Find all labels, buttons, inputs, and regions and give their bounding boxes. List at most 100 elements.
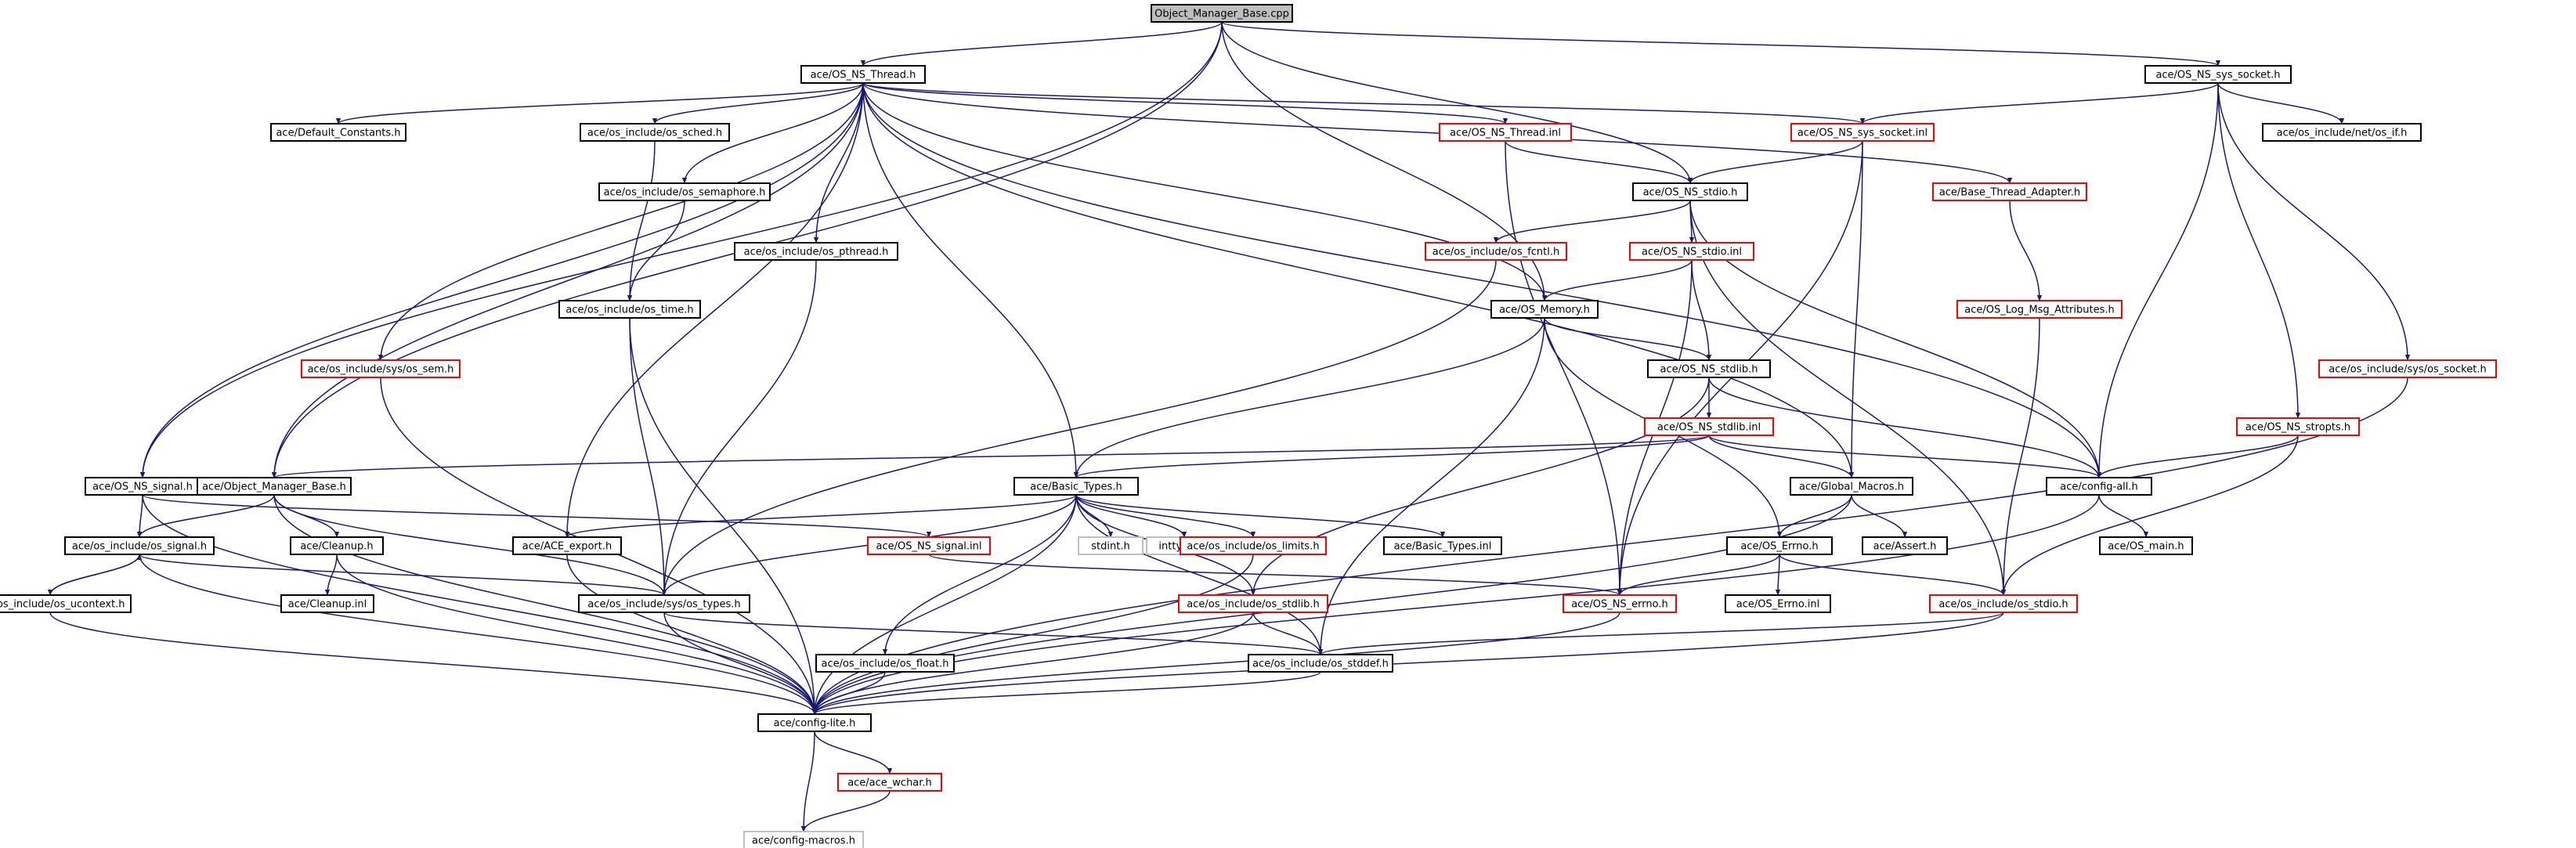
edge-ns_stdlib_inl-to-global_macros <box>1708 435 1855 478</box>
node-os_errno_h[interactable]: ace/OS_Errno.h <box>1726 536 1833 555</box>
node-os_time[interactable]: ace/os_include/os_time.h <box>558 300 701 319</box>
node-os_sem[interactable]: ace/os_include/sys/os_sem.h <box>301 359 461 378</box>
edge-thread_h-to-obj_mgr_base_h <box>271 82 864 478</box>
edge-ace_export-to-config_lite <box>566 554 818 715</box>
node-ns_signal_inl[interactable]: ace/OS_NS_signal.inl <box>867 536 991 555</box>
edge-thread_h-to-os_semaphore <box>681 82 864 184</box>
node-os_semaphore[interactable]: ace/os_include/os_semaphore.h <box>598 182 771 201</box>
edge-thread_h-to-default_constants <box>336 82 864 124</box>
edge-os_errno_h-to-ns_errno <box>1617 554 1780 596</box>
edge-os_stdlib-to-os_stddef <box>1252 612 1324 655</box>
node-label-thread_h: ace/OS_NS_Thread.h <box>811 70 916 81</box>
edge-thread_h-to-basic_types_h <box>862 82 1079 478</box>
edge-thread_h-to-os_pthread <box>813 82 864 244</box>
node-root[interactable]: Object_Manager_Base.cpp <box>1151 4 1293 23</box>
edge-thread_h-to-ace_export <box>564 82 864 538</box>
node-label-cleanup_inl: ace/Cleanup.inl <box>288 599 367 611</box>
node-ace_wchar[interactable]: ace/ace_wchar.h <box>837 773 942 792</box>
node-box-ns_errno <box>1563 594 1677 613</box>
node-thread_h[interactable]: ace/OS_NS_Thread.h <box>800 65 926 84</box>
node-os_if[interactable]: ace/os_include/net/os_if.h <box>2262 123 2422 142</box>
node-box-os_sem <box>301 359 461 378</box>
node-ace_export[interactable]: ace/ACE_export.h <box>512 536 622 555</box>
node-basic_types_h[interactable]: ace/Basic_Types.h <box>1013 477 1139 496</box>
nodes: Object_Manager_Base.cpp ace/OS_NS_Thread.… <box>0 4 2497 848</box>
node-ns_stdio_inl[interactable]: ace/OS_NS_stdio.inl <box>1629 242 1754 261</box>
node-stdint[interactable]: stdint.h <box>1078 536 1143 555</box>
node-os_ucontext[interactable]: ace/os_include/os_ucontext.h <box>0 594 132 613</box>
edge-ns_stdlib_h-to-os_stdlib <box>1250 377 1710 596</box>
edges <box>47 21 2411 832</box>
node-cleanup_h[interactable]: ace/Cleanup.h <box>290 536 384 555</box>
node-default_constants[interactable]: ace/Default_Constants.h <box>270 123 406 142</box>
node-os_stdlib[interactable]: ace/os_include/os_stdlib.h <box>1178 594 1328 613</box>
edge-thread_h-to-config_all <box>862 82 2102 478</box>
edge-os_time-to-sys_os_types <box>629 317 667 596</box>
edge-sys_socket_inl-to-ns_stdio_h <box>1687 140 1863 184</box>
edge-obj_mgr_base_h-to-config_lite <box>273 494 818 715</box>
node-ns_stdio_h[interactable]: ace/OS_NS_stdio.h <box>1632 182 1748 201</box>
edge-ns_stdlib_inl-to-obj_mgr_base_h <box>272 435 1710 478</box>
node-os_signal[interactable]: ace/os_include/os_signal.h <box>64 536 215 555</box>
edge-ns_stdio_inl-to-os_memory <box>1541 259 1693 301</box>
node-label-sys_socket_h: ace/OS_NS_sys_socket.h <box>2155 70 2280 81</box>
edge-basic_types_h-to-os_limits <box>1075 494 1256 538</box>
node-assert_h[interactable]: ace/Assert.h <box>1862 536 1948 555</box>
edge-sys_os_socket-to-config_lite <box>811 377 2408 715</box>
node-ns_stdlib_inl[interactable]: ace/OS_NS_stdlib.inl <box>1644 417 1774 436</box>
node-global_macros[interactable]: ace/Global_Macros.h <box>1790 477 1913 496</box>
edge-config_all-to-config_lite <box>811 494 2100 715</box>
node-cleanup_inl[interactable]: ace/Cleanup.inl <box>280 594 374 613</box>
node-ns_stdlib_h[interactable]: ace/OS_NS_stdlib.h <box>1647 359 1771 378</box>
node-box-ns_stdlib_h <box>1647 359 1771 378</box>
node-os_limits[interactable]: ace/os_include/os_limits.h <box>1180 536 1327 555</box>
node-box-ns_stdio_inl <box>1629 242 1754 261</box>
node-os_memory[interactable]: ace/OS_Memory.h <box>1490 300 1599 319</box>
edge-thread_h-to-base_thread_adapter <box>862 82 2013 184</box>
edge-thread_inl-to-ns_stdio_h <box>1505 140 1693 184</box>
node-box-ns_stdio_h <box>1632 182 1748 201</box>
node-os_sched[interactable]: ace/os_include/os_sched.h <box>580 123 730 142</box>
node-box-basic_types_h <box>1013 477 1139 496</box>
node-sys_socket_h[interactable]: ace/OS_NS_sys_socket.h <box>2144 65 2292 84</box>
node-label-sys_socket_inl: ace/OS_NS_sys_socket.inl <box>1797 128 1927 139</box>
node-thread_inl[interactable]: ace/OS_NS_Thread.inl <box>1439 123 1572 142</box>
node-sys_socket_inl[interactable]: ace/OS_NS_sys_socket.inl <box>1790 123 1935 142</box>
node-sys_os_types[interactable]: ace/os_include/sys/os_types.h <box>578 594 750 613</box>
node-box-thread_inl <box>1439 123 1572 142</box>
node-os_stddef[interactable]: ace/os_include/os_stddef.h <box>1248 654 1393 673</box>
node-label-ns_stropts: ace/OS_NS_stropts.h <box>2245 422 2350 434</box>
edge-thread_inl-to-ns_errno <box>1505 140 1623 596</box>
node-log_msg_attr[interactable]: ace/OS_Log_Msg_Attributes.h <box>1956 300 2123 319</box>
node-os_pthread[interactable]: ace/os_include/os_pthread.h <box>734 242 898 261</box>
edge-root-to-ns_signal_h <box>139 21 1223 478</box>
node-label-os_fcntl: ace/os_include/os_fcntl.h <box>1433 247 1559 258</box>
node-label-os_limits: ace/os_include/os_limits.h <box>1187 541 1319 553</box>
node-box-os_ucontext <box>0 594 132 613</box>
node-box-ace_wchar <box>837 773 942 792</box>
node-label-os_signal: ace/os_include/os_signal.h <box>72 541 207 553</box>
node-ns_errno[interactable]: ace/OS_NS_errno.h <box>1563 594 1677 613</box>
node-obj_mgr_base_h[interactable]: ace/Object_Manager_Base.h <box>197 477 352 496</box>
node-basic_types_inl[interactable]: ace/Basic_Types.inl <box>1383 536 1502 555</box>
edge-ns_stdio_h-to-os_fcntl <box>1493 200 1691 244</box>
edge-os_time-to-config_lite <box>629 317 818 715</box>
node-sys_os_socket[interactable]: ace/os_include/sys/os_socket.h <box>2318 359 2497 378</box>
node-config_lite[interactable]: ace/config-lite.h <box>757 713 872 732</box>
node-os_errno_inl[interactable]: ace/OS_Errno.inl <box>1725 594 1831 613</box>
node-os_fcntl[interactable]: ace/os_include/os_fcntl.h <box>1425 242 1567 261</box>
node-box-os_if <box>2262 123 2422 142</box>
node-ns_stropts[interactable]: ace/OS_NS_stropts.h <box>2236 417 2360 436</box>
node-box-basic_types_inl <box>1383 536 1502 555</box>
node-os_main[interactable]: ace/OS_main.h <box>2099 536 2193 555</box>
node-os_stdio[interactable]: ace/os_include/os_stdio.h <box>1929 594 2078 613</box>
node-box-os_fcntl <box>1425 242 1567 261</box>
node-config_macros[interactable]: ace/config-macros.h <box>743 831 864 848</box>
node-os_float[interactable]: ace/os_include/os_float.h <box>815 654 955 673</box>
node-ns_signal_h[interactable]: ace/OS_NS_signal.h <box>85 477 201 496</box>
node-box-os_float <box>815 654 955 673</box>
node-box-global_macros <box>1790 477 1913 496</box>
node-base_thread_adapter[interactable]: ace/Base_Thread_Adapter.h <box>1932 182 2087 201</box>
node-config_all[interactable]: ace/config-all.h <box>2046 477 2152 496</box>
